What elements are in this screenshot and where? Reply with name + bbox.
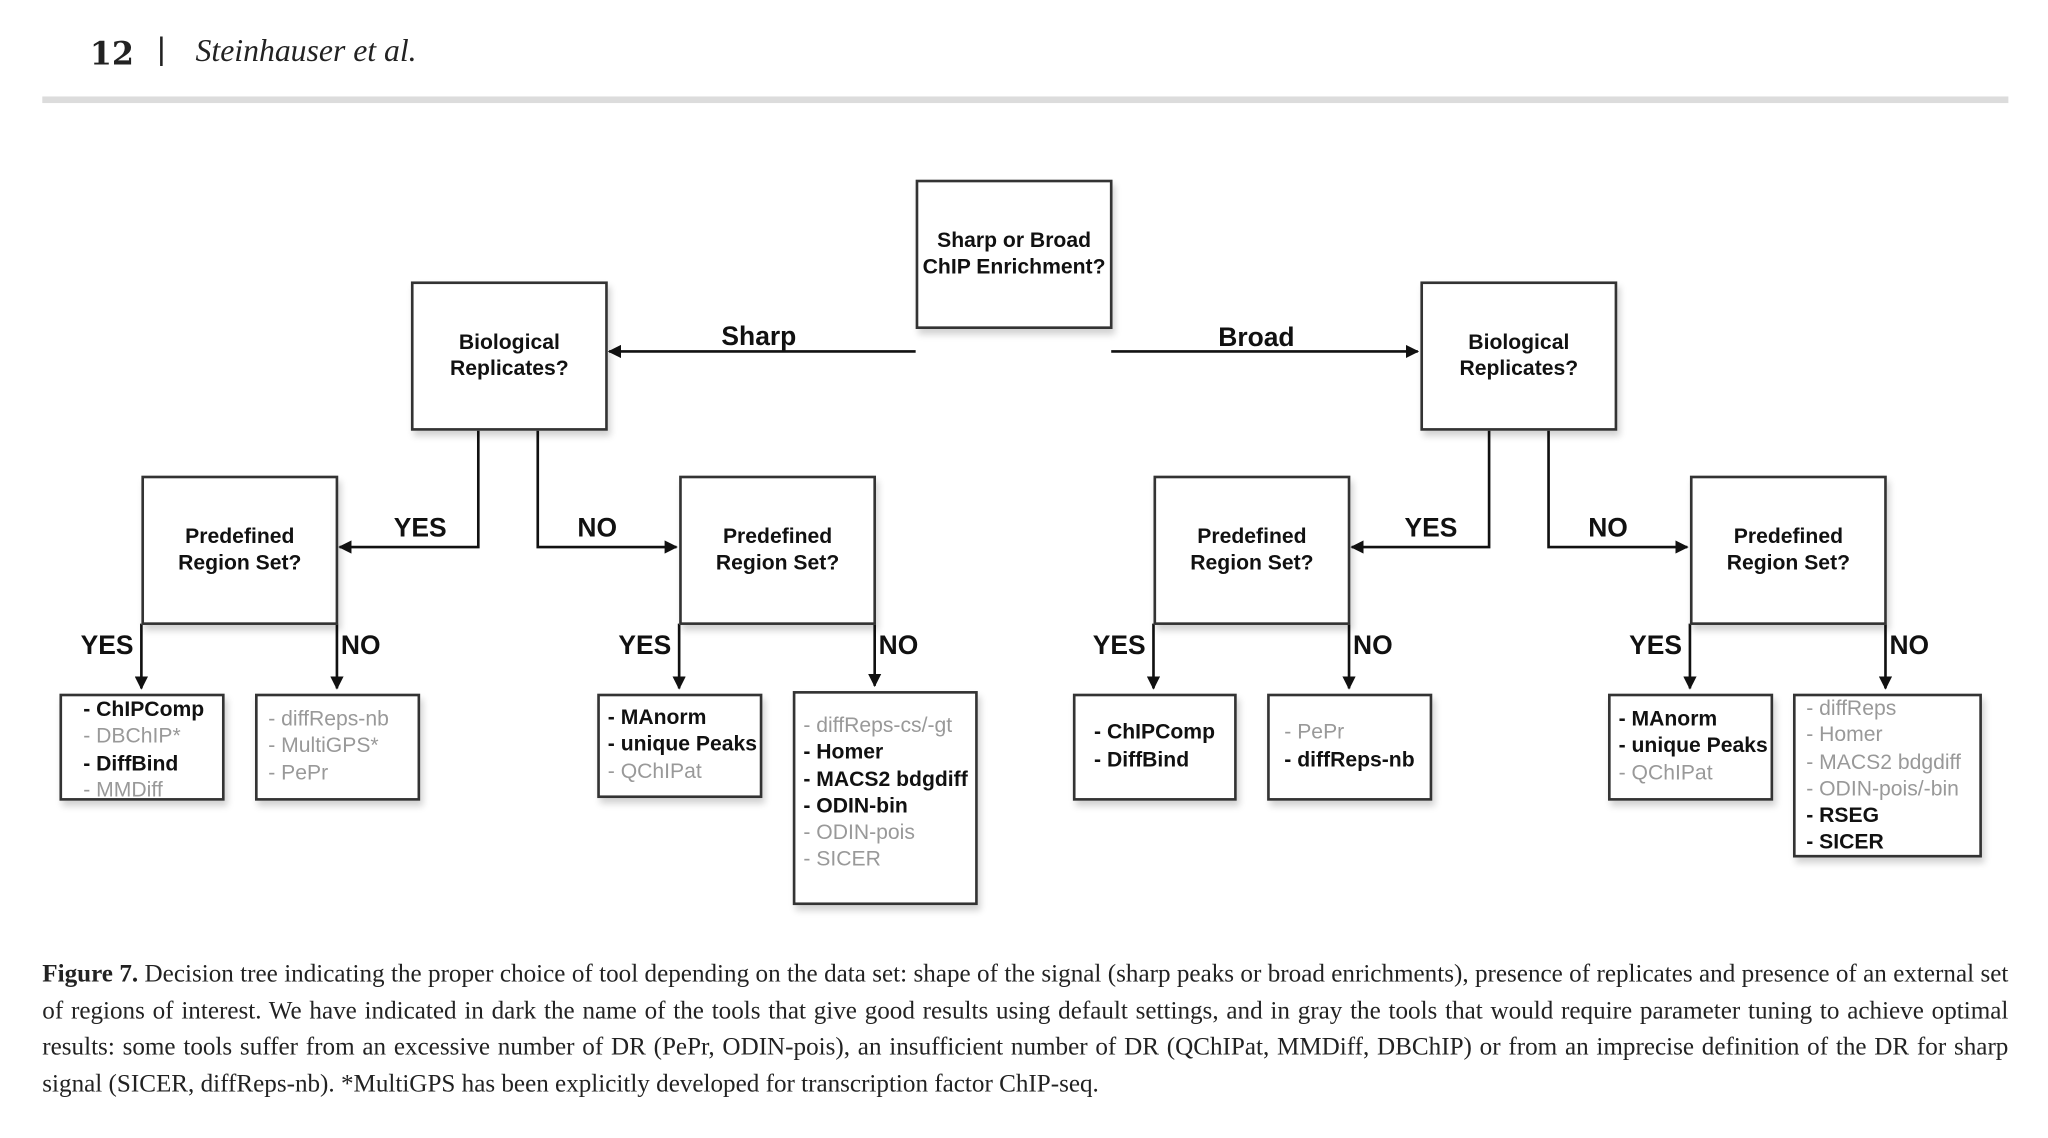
header-separator: | [157, 31, 166, 68]
tool-item: - ChIPComp [1094, 721, 1215, 745]
tool-item: - unique Peaks [607, 733, 757, 757]
right-no-arrow [1547, 429, 1689, 554]
p4-no-label: NO [1889, 631, 1930, 661]
tool-list-box: - diffReps-nb - MultiGPS* - PePr [255, 693, 421, 801]
tool-list-box: - ChIPComp - DiffBind [1072, 693, 1237, 801]
tool-item: - MAnorm [1618, 708, 1718, 731]
tool-item: - PePr [1284, 721, 1345, 745]
tool-list-box: - diffReps-cs/-gt - Homer - MACS2 bdgdiff -… [792, 691, 978, 906]
tool-item: - SICER [1806, 831, 1884, 855]
tool-item: - QChIPat [1618, 761, 1713, 785]
tool-item: - MAnorm [607, 706, 707, 730]
p3-yes-label: YES [1092, 631, 1146, 661]
tool-item: - SICER [803, 848, 881, 872]
tool-item: - DiffBind [1094, 748, 1190, 771]
tool-item: - QChIPat [607, 760, 702, 783]
tool-item: - PePr [268, 761, 329, 785]
header-rule [42, 96, 2009, 104]
tool-item: - MACS2 bdgdiff [803, 768, 968, 791]
predefined-node-3: Predefined Region Set? [1153, 475, 1351, 625]
tool-item: - Homer [1806, 724, 1883, 747]
tool-list-box: - MAnorm - unique Peaks - QChIPat [1608, 693, 1774, 801]
caption-text: Decision tree indicating the proper choi… [42, 960, 2009, 1098]
tool-item: - MultiGPS* [268, 735, 379, 758]
right-replicates-node: Biological Replicates? [1420, 281, 1618, 431]
tool-item: - ChIPComp [83, 698, 205, 722]
figure-caption: Figure 7. Decision tree indicating the p… [42, 957, 2008, 1103]
tool-list-box: - MAnorm - unique Peaks - QChIPat [597, 693, 763, 799]
right-yes-label: YES [1404, 513, 1458, 544]
tool-item: - MMDiff [83, 779, 163, 802]
p4-yes-label: YES [1629, 631, 1683, 661]
caption-label: Figure 7. [42, 960, 139, 989]
tool-item: - ODIN-pois [803, 822, 915, 845]
tool-item: - DBChIP* [83, 725, 181, 749]
tool-item: - RSEG [1806, 804, 1880, 828]
left-yes-label: YES [393, 513, 447, 544]
label-broad: Broad [1218, 323, 1295, 353]
tool-item: - MACS2 bdgdiff [1806, 751, 1961, 774]
tool-item: - DiffBind [83, 752, 179, 776]
left-replicates-node: Biological Replicates? [410, 281, 608, 431]
predefined-node-1: Predefined Region Set? [141, 475, 339, 625]
right-yes-arrow [1350, 429, 1491, 554]
tool-item: - diffReps-nb [1284, 748, 1415, 771]
p2-no-label: NO [878, 631, 919, 661]
tool-item: - ODIN-pois/-bin [1806, 778, 1959, 801]
tool-item: - diffReps-nb [268, 708, 389, 731]
p2-yes-label: YES [618, 631, 672, 661]
tool-list-box: - ChIPComp - DBChIP* - DiffBind - MMDiff [59, 693, 225, 802]
page-number: 12 [89, 34, 134, 73]
predefined-node-4: Predefined Region Set? [1689, 475, 1887, 625]
tool-list-box: - PePr - diffReps-nb [1267, 693, 1433, 801]
p1-no-label: NO [340, 631, 381, 661]
tool-item: - unique Peaks [1618, 735, 1768, 758]
left-no-arrow [536, 429, 678, 554]
tool-item: - diffReps [1806, 697, 1897, 721]
label-sharp: Sharp [721, 322, 797, 352]
p1-yes-label: YES [80, 631, 134, 661]
left-no-label: NO [577, 513, 618, 544]
predefined-node-2: Predefined Region Set? [679, 475, 877, 625]
root-node: Sharp or Broad ChIP Enrichment? [915, 179, 1113, 330]
p3-no-label: NO [1353, 631, 1393, 661]
running-head-authors: Steinhauser et al. [195, 34, 417, 69]
left-yes-arrow [338, 429, 480, 554]
tool-item: - Homer [803, 741, 884, 765]
tool-list-box: - diffReps - Homer - MACS2 bdgdiff - ODIN-p… [1792, 693, 1982, 858]
tool-item: - diffReps-cs/-gt [803, 714, 953, 738]
right-no-label: NO [1588, 513, 1628, 544]
tool-item: - ODIN-bin [803, 795, 908, 818]
